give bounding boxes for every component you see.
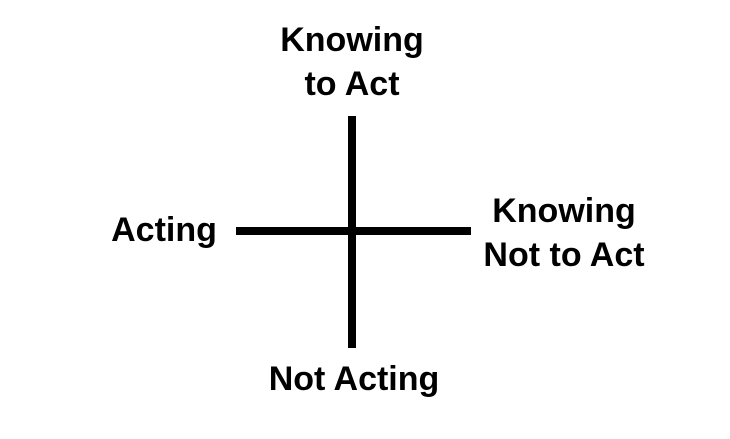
bottom-axis-label: Not Acting [268, 360, 440, 398]
horizontal-axis-line [236, 227, 471, 235]
right-axis-label: Knowing Not to Act [483, 192, 645, 274]
top-axis-label: Knowing to Act [280, 21, 424, 103]
left-axis-label: Acting [111, 211, 217, 249]
